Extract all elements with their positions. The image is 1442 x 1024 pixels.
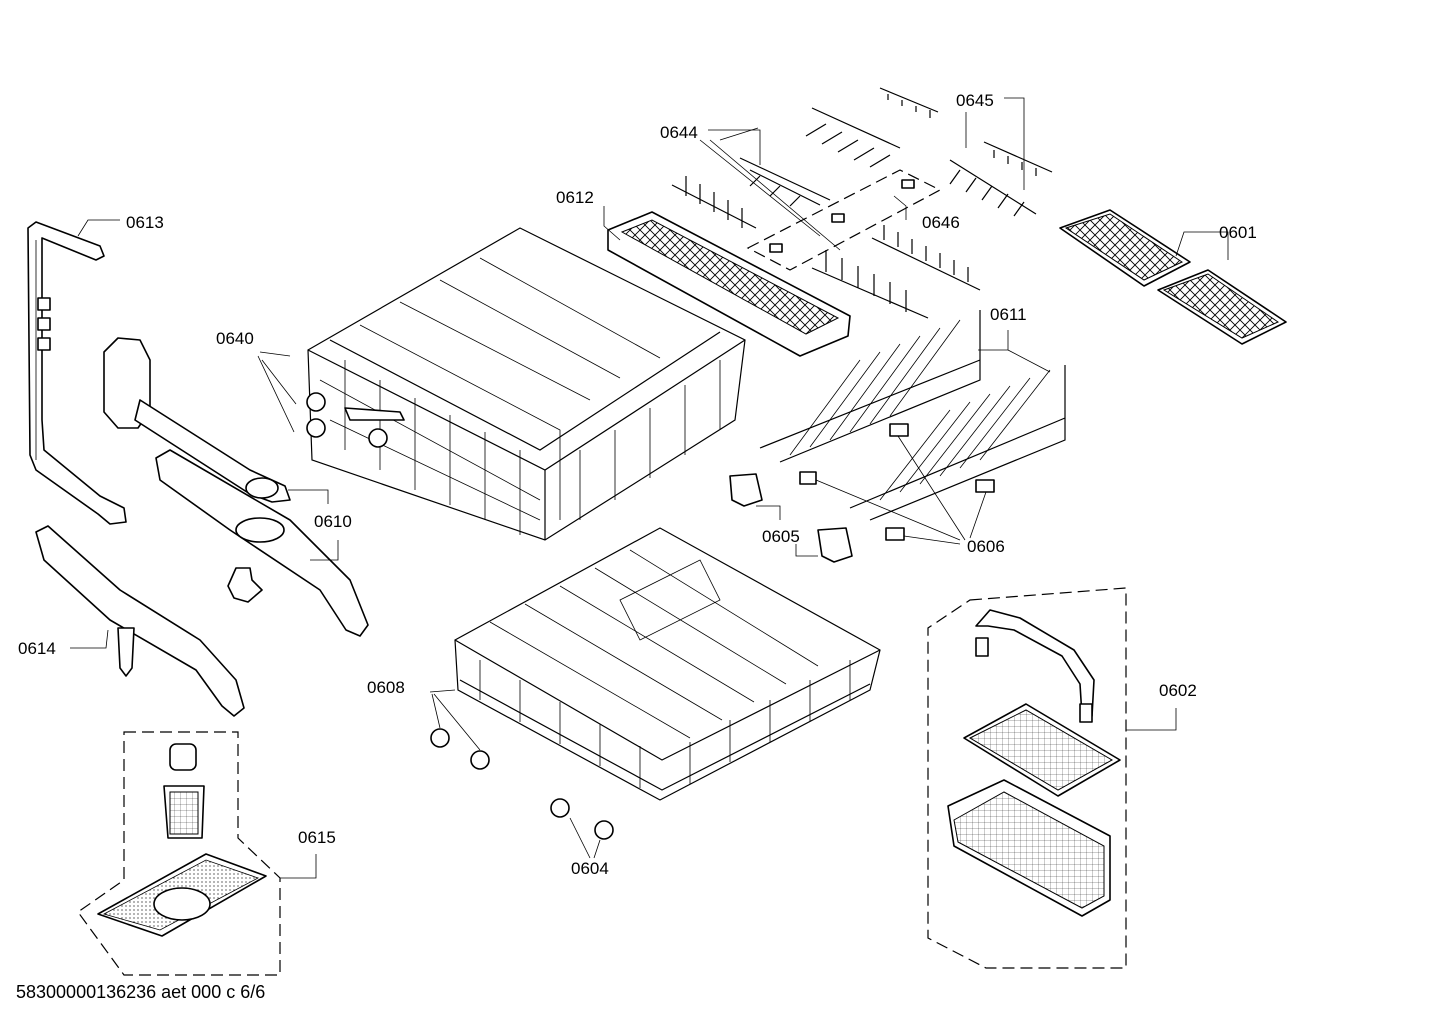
part-0613-supply-pipe <box>27 221 127 525</box>
part-0615-filter <box>77 731 317 976</box>
part-0640-spray-arm-upper <box>103 337 291 503</box>
part-0644-rack-insert <box>671 129 831 229</box>
label-0646: 0646 <box>922 213 960 232</box>
part-0646-holder <box>746 169 942 271</box>
label-0645: 0645 <box>956 91 994 110</box>
label-0608: 0608 <box>367 678 405 697</box>
label-0612: 0612 <box>556 188 594 207</box>
label-0606: 0606 <box>967 537 1005 556</box>
part-0605-clips <box>729 473 853 563</box>
label-0614: 0614 <box>18 639 56 658</box>
part-upper-basket <box>306 227 746 541</box>
part-0606-clips <box>799 423 995 545</box>
label-0611: 0611 <box>990 305 1027 324</box>
part-0602-cutlery-basket <box>927 587 1177 969</box>
document-id-footer: 58300000136236 aet 000 c 6/6 <box>16 982 266 1002</box>
part-lower-basket <box>454 527 881 801</box>
label-0644: 0644 <box>660 123 698 142</box>
label-0615: 0615 <box>298 828 336 847</box>
label-0602: 0602 <box>1159 681 1197 700</box>
part-0612-cutlery-tray <box>607 211 851 357</box>
part-wheels <box>429 689 614 859</box>
part-0614-spray-arm <box>35 525 245 717</box>
label-0640: 0640 <box>216 329 254 348</box>
part-0645-rack <box>805 87 1053 217</box>
part-0610-spray-arm-lower <box>155 449 369 637</box>
label-0610: 0610 <box>314 512 352 531</box>
leader-lines <box>70 127 907 649</box>
label-0605: 0605 <box>762 527 800 546</box>
label-0604: 0604 <box>571 859 609 878</box>
label-0613: 0613 <box>126 213 164 232</box>
part-0601-mats <box>1059 209 1287 345</box>
label-0601: 0601 <box>1219 223 1257 242</box>
